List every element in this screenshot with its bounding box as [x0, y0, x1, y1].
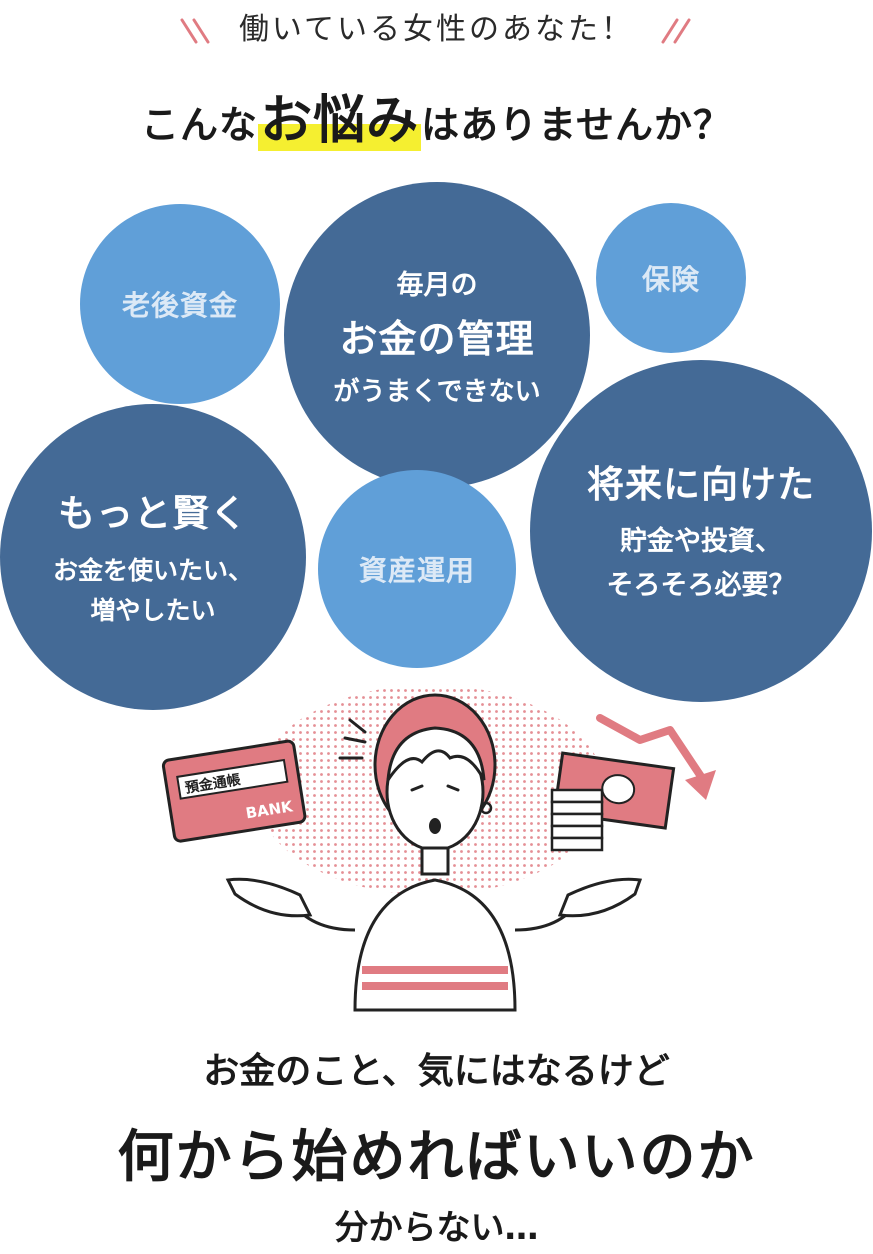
- kicker: 働いている女性のあなた！: [0, 4, 873, 48]
- bankbook-icon: 預金通帳 BANK: [161, 739, 307, 843]
- headline-emphasis: お悩み: [258, 91, 422, 151]
- money-stack-icon: [550, 751, 676, 852]
- right-hand: [557, 877, 643, 918]
- bubble-smarter-line3: 増やしたい: [90, 596, 216, 625]
- bubble-future-line2: 貯金や投資、: [620, 526, 782, 557]
- slash-decoration-right: [661, 18, 691, 43]
- footer-line1: お金のこと、気にはなるけど: [203, 1051, 670, 1092]
- bubble-investment: 資産運用: [318, 470, 516, 668]
- slash-decoration-left: [180, 18, 210, 43]
- left-hand: [225, 877, 313, 918]
- bubble-monthly-line3: がうまくできない: [333, 376, 541, 407]
- worry-marks-icon: [338, 718, 367, 760]
- bubble-future-line1: 将来に向けた: [587, 463, 815, 506]
- headline-post: はありませんか？: [421, 103, 732, 147]
- bubble-smarter-money: もっと賢く お金を使いたい、 増やしたい: [0, 404, 306, 710]
- bubble-insurance: 保険: [596, 203, 746, 353]
- bubble-monthly-line1: 毎月の: [396, 269, 478, 301]
- footer-line2: 何から始めればいいのか: [117, 1125, 756, 1190]
- woman-figure: [225, 693, 643, 1012]
- bubble-smarter-line1: もっと賢く: [58, 492, 248, 535]
- bubble-monthly-line2: お金の管理: [339, 316, 535, 361]
- bubble-future-savings: 将来に向けた 貯金や投資、 そろそろ必要？: [530, 360, 872, 702]
- bubble-future-line3: そろそろ必要？: [606, 570, 796, 601]
- kicker-text: 働いている女性のあなた！: [238, 12, 635, 47]
- worried-woman-illustration: 預金通帳 BANK: [161, 685, 716, 1012]
- footer-line3: 分からない…: [334, 1208, 539, 1248]
- bubble-investment-label: 資産運用: [358, 554, 475, 587]
- headline-pre: こんな: [141, 103, 259, 147]
- bubble-retirement: 老後資金: [80, 204, 280, 404]
- bubble-retirement-label: 老後資金: [121, 289, 238, 322]
- headline: こんなお悩みはありませんか？: [0, 78, 873, 153]
- bubble-monthly-management: 毎月の お金の管理 がうまくできない: [284, 182, 590, 488]
- bubble-insurance-label: 保険: [641, 263, 700, 296]
- decline-arrow-icon: [596, 714, 716, 800]
- bubble-smarter-line2: お金を使いたい、: [52, 556, 253, 585]
